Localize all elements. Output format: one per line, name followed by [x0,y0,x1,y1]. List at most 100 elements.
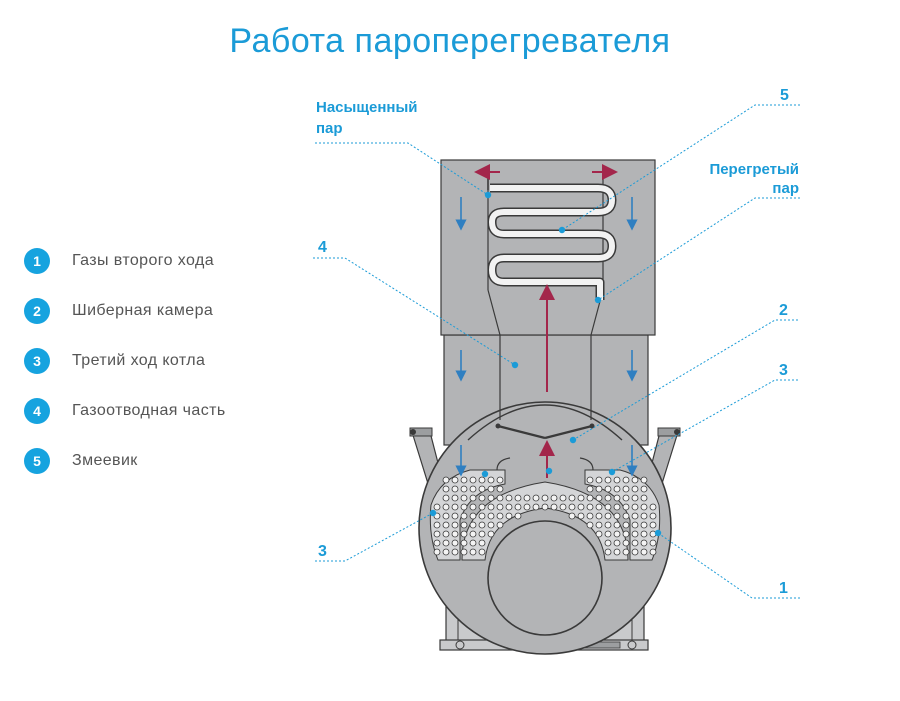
tube-hole [559,494,567,502]
tube-hole [451,503,459,511]
tube-hole [640,476,648,484]
tube-hole [478,485,486,493]
tube-hole [613,485,621,493]
tube-hole [541,494,549,502]
tube-hole [433,521,441,529]
label-num-1: 1 [779,580,788,597]
tube-hole [442,521,450,529]
tube-hole [460,521,468,529]
legend-badge: 4 [24,398,50,424]
callout-dots [429,191,662,537]
tube-hole [613,503,621,511]
tube-hole [514,494,522,502]
tube-hole [460,512,468,520]
tube-hole [595,503,603,511]
label-num-4: 4 [318,239,327,256]
tube-hole [631,548,639,556]
tube-hole [640,539,648,547]
label-num-2: 2 [779,302,788,319]
tube-hole [496,503,504,511]
tube-hole [505,494,513,502]
tube-hole [622,503,630,511]
label-saturated-steam-2: пар [316,120,343,137]
tube-hole [433,503,441,511]
tube-hole [631,476,639,484]
tube-hole [505,503,513,511]
tube-hole [478,503,486,511]
label-saturated-steam: Насыщенный [316,99,417,116]
tube-hole [496,512,504,520]
tube-hole [559,503,567,511]
tube-hole [622,548,630,556]
tube-hole [613,548,621,556]
legend-label: Газы второго хода [72,252,214,269]
legend-badge: 1 [24,248,50,274]
tube-hole [631,494,639,502]
legend-item: 3 Третий ход котла [24,336,226,386]
legend-badge: 3 [24,348,50,374]
tube-hole [604,494,612,502]
tube-hole [487,521,495,529]
legend-badge: 2 [24,298,50,324]
tube-hole [487,494,495,502]
tube-hole [478,494,486,502]
tube-hole [478,548,486,556]
tube-hole [622,530,630,538]
tube-hole [595,512,603,520]
tube-holes [433,476,657,556]
label-num-3-right: 3 [779,362,788,379]
tube-hole [604,521,612,529]
tube-hole [442,548,450,556]
legend-item: 5 Змеевик [24,436,226,486]
tube-hole [622,539,630,547]
tube-hole [460,530,468,538]
tube-hole [640,548,648,556]
legend-label: Газоотводная часть [72,402,226,419]
tube-hole [595,476,603,484]
tube-hole [622,485,630,493]
tube-hole [496,494,504,502]
tube-hole [478,521,486,529]
tube-hole [469,530,477,538]
tube-hole [451,521,459,529]
tube-hole [568,512,576,520]
tube-hole [613,494,621,502]
tube-hole [460,476,468,484]
tube-hole [595,485,603,493]
tube-hole [622,494,630,502]
damper-flap-right [544,424,593,440]
tube-hole [649,512,657,520]
damper-flap-left [497,424,546,440]
tube-hole [451,539,459,547]
tube-hole [487,503,495,511]
tube-hole [595,521,603,529]
tube-hole [460,539,468,547]
legend-item: 4 Газоотводная часть [24,386,226,436]
tube-hole [631,521,639,529]
tube-hole [460,494,468,502]
tube-hole [550,494,558,502]
page-title: Работа пароперегревателя [229,22,671,60]
tube-hole [604,476,612,484]
tube-hole [649,503,657,511]
tube-hole [640,503,648,511]
tube-hole [631,539,639,547]
tube-hole [442,476,450,484]
tube-hole [649,539,657,547]
tube-hole [487,485,495,493]
tube-hole [469,548,477,556]
tube-hole [487,530,495,538]
tube-hole [442,530,450,538]
tube-hole [649,521,657,529]
label-num-5: 5 [780,87,789,104]
tube-hole [613,530,621,538]
tube-hole [469,512,477,520]
tube-hole [442,539,450,547]
label-superheated-steam: Перегретый [709,161,799,178]
tube-hole [640,512,648,520]
tube-hole [514,512,522,520]
tube-hole [451,476,459,484]
tube-hole [586,485,594,493]
tube-hole [532,503,540,511]
